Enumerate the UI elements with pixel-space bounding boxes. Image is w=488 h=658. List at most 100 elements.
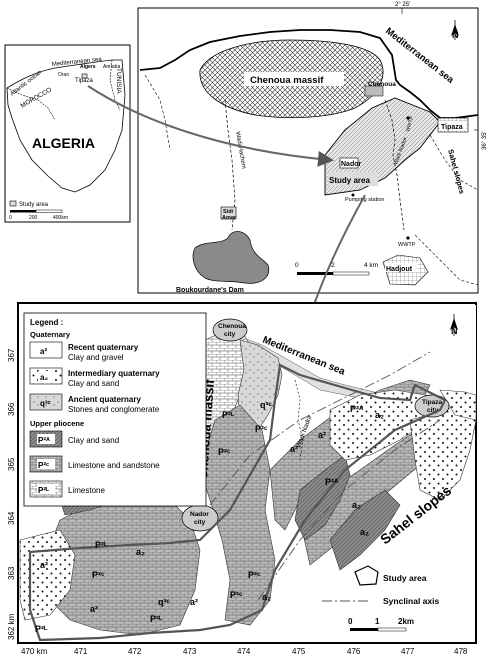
geo-north-arrow: N — [450, 314, 458, 336]
x-tick: 477 — [401, 647, 415, 656]
legend-desc-limestone-sandstone: Limestone and sandstone — [68, 461, 160, 470]
formation-label: a₂ — [136, 547, 145, 557]
formation-label: P²ᴸ — [35, 624, 48, 634]
wwtp-marker-1 — [406, 116, 410, 120]
geo-scale-1: 1 — [375, 617, 380, 626]
geo-scale-bar-2 — [377, 627, 407, 632]
nador-city-label-1: Nador — [190, 511, 209, 518]
inset-map: Atlantic ocean Mediterranean sea MOROCCO… — [4, 44, 131, 223]
formation-label: q³ᶜ — [158, 597, 170, 607]
top-scale-0: 0 — [295, 262, 299, 269]
inset-scale-400: 400km — [53, 215, 68, 221]
sandstone-band-center — [199, 404, 276, 626]
legend-desc-recent: Clay and gravel — [68, 353, 124, 362]
x-tick: 478 — [454, 647, 468, 656]
coastline — [139, 29, 479, 119]
x-tick: 474 — [237, 647, 251, 656]
inset-scale-bar-2 — [35, 209, 63, 213]
tunisia-label: TUNISIA — [115, 68, 122, 94]
formation-label: P²ᶜ — [218, 447, 231, 457]
legend-desc-ancient: Stones and conglomerate — [68, 405, 160, 414]
pumping-label: Pumping station — [345, 197, 384, 203]
legend-symbol-bg-intermediary — [38, 371, 54, 381]
top-north-label: N — [452, 30, 459, 40]
legend-symbol-bg-clay-sand — [37, 434, 55, 444]
geo-scale-bar-1 — [350, 628, 378, 631]
legend-symbol-limestone: P²ᴸ — [38, 486, 49, 495]
nador-box — [339, 157, 359, 169]
inset-study-area-mark — [81, 73, 88, 79]
geo-north-label: N — [451, 326, 458, 336]
legend-name-intermediary: Intermediary quaternary — [68, 369, 160, 378]
geo-sea — [225, 305, 476, 395]
wwtp-label-2: WWTP — [398, 242, 416, 248]
synclinal-axis-1 — [209, 351, 431, 506]
legend-swatch-recent — [29, 341, 63, 359]
y-tick: 366 — [7, 402, 16, 416]
legend-symbol-limestone-sandstone: P²ᶜ — [38, 461, 49, 470]
annaba-label: Annaba — [103, 64, 120, 70]
formation-label: P²ᴬ — [325, 477, 339, 487]
pumping-marker — [351, 193, 355, 197]
inset-legend-label: Study area — [19, 202, 49, 208]
legend2-synclinal-label: Synclinal axis — [383, 596, 439, 606]
x-tick: 471 — [74, 647, 88, 656]
legend2-study-swatch — [354, 565, 379, 586]
wwtp-label-1: WWTP — [405, 115, 415, 132]
intermediary-quaternary-4 — [439, 389, 477, 421]
geo-scale-0: 0 — [348, 617, 353, 626]
chenoua-city-area — [212, 318, 248, 342]
y-axis-ticks: 367 366 365 364 363 362 km — [7, 348, 16, 640]
synclinal-axis-2 — [257, 419, 441, 601]
formation-label: q³ᶜ — [260, 400, 272, 410]
ancient-quaternary-east — [237, 339, 283, 436]
algeria-label: ALGERIA — [32, 135, 95, 151]
tipaza-city-label-2: city — [427, 407, 439, 414]
inset-tipaza-label: Tipaza — [75, 78, 93, 84]
formation-label: a² — [290, 444, 298, 454]
formation-label: a₂ — [375, 410, 384, 420]
formation-label: a₂ — [360, 527, 369, 537]
legend-desc-clay-sand: Clay and sand — [68, 436, 119, 445]
x-axis-ticks: 470 km 471 472 473 474 475 476 477 478 — [21, 647, 468, 656]
formation-label: P²ᶜ — [255, 424, 268, 434]
legend-name-recent: Recent quaternary — [68, 343, 139, 352]
x-tick: 475 — [292, 647, 306, 656]
inset-sea-label: Mediterranean sea — [52, 57, 103, 68]
sidi-label: Sidi — [223, 209, 234, 215]
wwtp-marker-2 — [406, 236, 410, 240]
formation-label: P²ᶜ — [230, 590, 243, 600]
inset-legend-swatch — [9, 200, 17, 207]
chenoua-city-label-1: Chenoua — [218, 323, 246, 330]
legend-symbol-recent: a² — [40, 347, 47, 356]
tipaza-label: Tipaza — [441, 124, 463, 131]
legend-symbol-bg-limestone-sandstone — [37, 459, 55, 469]
tipaza-label-bg — [440, 121, 466, 130]
top-north-arrow: N — [451, 20, 459, 40]
legend-swatch-ancient — [29, 393, 63, 411]
study-label-bg — [328, 172, 378, 186]
y-tick: 363 — [7, 566, 16, 580]
latitude-label: 36° 35' — [482, 131, 488, 150]
wadi-nador-geo — [294, 379, 304, 461]
formation-label: P²ᴸ — [222, 410, 235, 420]
algeria-outline — [6, 59, 126, 193]
top-scale-bar-1 — [297, 272, 333, 275]
morocco-border — [6, 87, 56, 121]
dam-reservoir — [192, 231, 270, 284]
x-tick: 472 — [128, 647, 142, 656]
x-tick: 470 km — [21, 647, 48, 656]
formation-label: P²ᴸ — [95, 540, 108, 550]
formation-label: P²ᴬ — [350, 404, 364, 414]
sidi-amar-town — [220, 206, 237, 220]
wadi-nador-path — [384, 99, 405, 231]
tunisia-border — [109, 59, 121, 111]
clay-sand-2 — [329, 489, 401, 571]
formation-label: P²ᶜ — [248, 570, 261, 580]
legend2-study-label: Study area — [383, 573, 427, 583]
legend-symbol-intermediary: a₂ — [40, 373, 48, 382]
legend-group-quaternary: Quaternary — [30, 330, 71, 339]
top-scale-bar-2 — [332, 271, 370, 276]
y-tick: 362 km — [7, 613, 16, 640]
